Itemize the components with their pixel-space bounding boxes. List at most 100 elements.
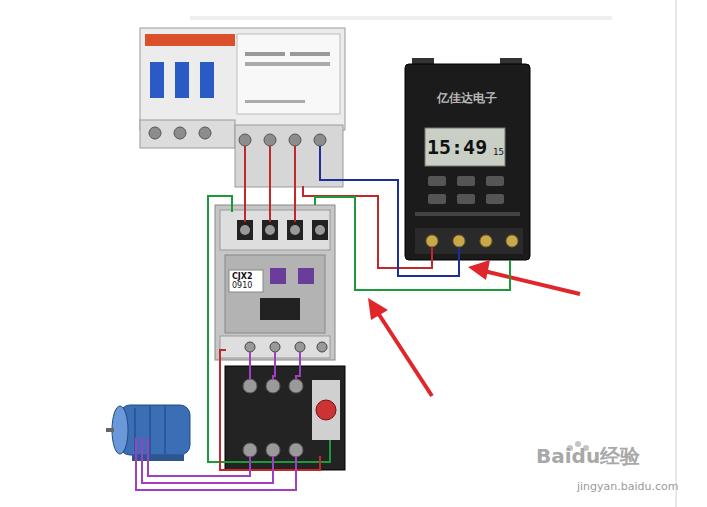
terminal-screw (314, 134, 326, 146)
breaker-toggle (150, 62, 164, 98)
terminal-screw (199, 127, 211, 139)
timer-button (457, 176, 475, 186)
top-rule (190, 16, 612, 20)
breaker-terminal-block (235, 125, 343, 187)
terminal-screw (239, 134, 251, 146)
terminal-screw (317, 342, 327, 352)
terminal-screw (506, 235, 518, 247)
motor-shaft (106, 428, 114, 432)
motor-body (120, 405, 190, 455)
thermal-relay-body (225, 366, 345, 470)
terminal-screw (426, 235, 438, 247)
load-wire (296, 352, 300, 380)
model-text: CJX2 (232, 273, 253, 281)
terminal-screw (266, 379, 280, 393)
terminal-screw (243, 443, 257, 457)
breaker-toggle (175, 62, 189, 98)
motor-wire (136, 438, 296, 490)
load-wire (273, 352, 275, 380)
control-wire (220, 350, 320, 470)
timer-switch: 亿佳达电子 15:49 15 (405, 64, 530, 260)
rcd-print (245, 52, 285, 56)
load-wire (249, 352, 251, 380)
terminal-screw (174, 127, 186, 139)
motor-fin (134, 408, 136, 452)
callout-arrow (378, 313, 432, 396)
breaker-body (140, 28, 345, 130)
terminal-screw (240, 225, 250, 235)
timer-terminal-row (415, 228, 523, 254)
terminal-screw (295, 342, 305, 352)
timer-button (457, 194, 475, 204)
terminal-screw (149, 127, 161, 139)
contactor-nameplate (229, 270, 263, 292)
contactor-terminal (262, 220, 278, 240)
timer-button (428, 194, 446, 204)
contactor-body (215, 205, 335, 360)
timer-housing (405, 64, 530, 260)
rcd-print (290, 52, 330, 56)
thermal-relay-dial (316, 400, 336, 420)
terminal-screw (245, 342, 255, 352)
motor-fin (164, 406, 166, 454)
neutral-wire (320, 146, 459, 276)
terminal-screw (264, 134, 276, 146)
terminal-screw (270, 342, 280, 352)
contactor-terminal (237, 220, 253, 240)
contactor-armature (260, 298, 300, 320)
terminal-screw (266, 443, 280, 457)
contactor-window (270, 268, 286, 284)
contactor: CJX20910 (215, 205, 335, 360)
contactor-terminal-row (220, 336, 330, 358)
timer-lcd (425, 128, 505, 166)
terminal-screw (265, 225, 275, 235)
terminal-screw (453, 235, 465, 247)
page-edge (675, 0, 677, 507)
breaker-terminal-row (140, 120, 235, 148)
terminal-screw (289, 134, 301, 146)
terminal-screw (480, 235, 492, 247)
timer-clip (500, 58, 522, 68)
callout-arrowhead (468, 260, 490, 280)
seconds-display: 15 (493, 148, 504, 157)
motor-wire (148, 438, 250, 476)
rcd-panel (237, 34, 340, 114)
motor-feet (132, 455, 184, 461)
power-wire (244, 146, 246, 222)
motor-endcap (112, 406, 128, 454)
contactor-terminal-row (220, 210, 330, 250)
terminal-screw (243, 379, 257, 393)
breaker-label-strip (145, 34, 235, 46)
contactor-front (225, 255, 325, 333)
timer-feed-wire (303, 186, 432, 268)
terminal-screw (315, 225, 325, 235)
power-wire (294, 146, 296, 222)
control-wire (208, 196, 330, 462)
contactor-terminal (312, 220, 328, 240)
control-wire (315, 197, 510, 290)
timer-button (428, 176, 446, 186)
terminal-screw (289, 443, 303, 457)
contactor-terminal (287, 220, 303, 240)
timer-print (415, 212, 520, 216)
brand-text: 亿佳达电子 (437, 92, 497, 104)
rcd-print (245, 62, 330, 66)
callout-arrowhead (368, 298, 388, 320)
time-display: 15:49 (427, 137, 487, 157)
terminal-screw (289, 379, 303, 393)
motor-wire (142, 438, 273, 483)
power-wire (269, 146, 271, 222)
timer-button (486, 194, 504, 204)
contactor-window (298, 268, 314, 284)
timer-clip (412, 58, 434, 68)
callout-arrow (484, 271, 580, 294)
terminal-screw (290, 225, 300, 235)
breaker-toggle (200, 62, 214, 98)
watermark: Baidu经验 (536, 446, 640, 466)
watermark-url: jingyan.baidu.com (577, 481, 679, 492)
timer-button (486, 176, 504, 186)
